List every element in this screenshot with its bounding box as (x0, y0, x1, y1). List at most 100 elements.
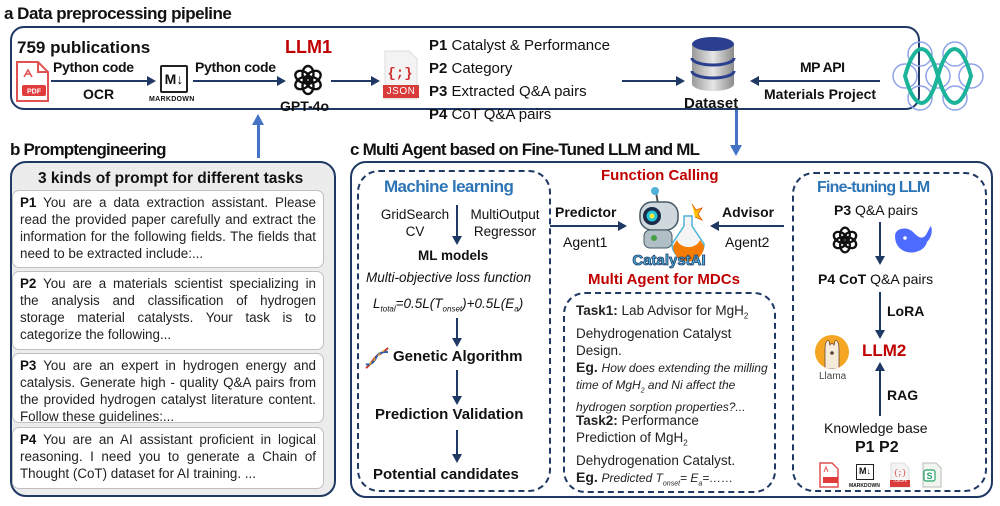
p1-p2-label: P1 P2 (855, 439, 899, 456)
step2-arrowhead (277, 76, 286, 86)
section-b-title: b Promptengineering (10, 140, 167, 159)
rag-arrow (879, 370, 881, 416)
json-label: JSON (386, 86, 416, 97)
genetic-algorithm-label: Genetic Algorithm (393, 348, 523, 365)
advisor-label: Advisor (722, 204, 775, 220)
ft-arrow-2 (879, 292, 881, 332)
prompt-box-p1: P1 You are a data extraction assistant. … (12, 190, 324, 268)
task1-block: Task1: Lab Advisor for MgH2 Dehydrogenat… (576, 303, 768, 415)
json-label-small: JSON (893, 478, 907, 484)
prompt-panel-header: 3 kinds of prompt for different tasks (38, 170, 304, 187)
gpt-4o-label: GPT-4o (280, 98, 330, 114)
step1-arrow (51, 80, 149, 82)
openai-icon (291, 63, 325, 97)
ft-arrow-1 (879, 222, 881, 258)
dna-icon (364, 346, 390, 370)
outputs-list: P1 Catalyst & Performance P2 Category P3… (429, 34, 610, 126)
rag-arrowhead (875, 362, 885, 371)
output-item: P2 Category (429, 60, 513, 77)
llm1-label: LLM1 (285, 37, 332, 57)
output-item: P3 Extracted Q&A pairs (429, 83, 587, 100)
mp-api-label: MP API (800, 59, 845, 75)
agent1-label: Agent1 (563, 234, 608, 250)
ml-arrow-4 (456, 430, 458, 456)
llama-icon (815, 335, 849, 369)
ml-arrowhead-1 (452, 236, 462, 245)
task2-block: Task2: Performance Prediction of MgH2 De… (576, 413, 736, 488)
fine-tuning-title: Fine-tuning LLM (817, 179, 930, 196)
ml-models-label: ML models (418, 248, 489, 263)
svg-text:S: S (926, 471, 932, 481)
markdown-icon: M↓ (160, 65, 188, 93)
gpt-to-json-arrowhead (371, 76, 380, 86)
step1-arrowhead (147, 76, 156, 86)
prompt-box-p3: P3 You are an expert in hydrogen energy … (12, 353, 324, 424)
ml-title: Machine learning (384, 177, 514, 196)
predictor-label: Predictor (555, 204, 617, 220)
prediction-validation-label: Prediction Validation (375, 406, 524, 423)
ml-arrowhead-4 (452, 454, 462, 463)
tasks-box (563, 292, 776, 493)
p4-cot-label: P4 CoT Q&A pairs (818, 271, 934, 287)
ml-arrow-1 (456, 205, 458, 238)
ft-arrowhead-1 (875, 256, 885, 265)
json-icon-small: {;} (889, 462, 911, 488)
ml-arrow-3 (456, 370, 458, 398)
catalystai-logo-text: CatalystAI (632, 252, 705, 269)
publications-count: 759 publications (17, 38, 151, 57)
step2-arrow (193, 80, 279, 82)
multi-agent-panel (350, 161, 993, 498)
deepseek-icon (893, 224, 933, 256)
output-item: P4 CoT Q&A pairs (429, 106, 552, 123)
ml-arrow-2 (456, 318, 458, 340)
dataset-to-agent-arrow (735, 110, 738, 147)
advisor-arrow (718, 225, 784, 227)
openai-icon-small (830, 225, 860, 255)
ml-arrowhead-2 (452, 338, 462, 347)
pdf-icon: PDF (14, 61, 50, 103)
json-icon: {;} (383, 49, 419, 101)
step1-top-label: Python code (53, 59, 134, 75)
prompt-box-p2: P2 You are a materials scientist special… (12, 271, 324, 350)
pdf-icon-small (818, 462, 840, 488)
svg-text:PDF: PDF (27, 89, 42, 96)
output-item: P1 Catalyst & Performance (429, 37, 610, 54)
step1-bottom-label: OCR (83, 86, 115, 102)
markdown-label: MARKDOWN (149, 96, 195, 103)
agent2-label: Agent2 (725, 234, 770, 250)
database-icon (690, 36, 736, 92)
knowledge-base-label: Knowledge base (824, 420, 928, 436)
svg-text:{;}: {;} (894, 470, 907, 478)
pipeline-panel (10, 26, 920, 110)
rag-label: RAG (887, 387, 919, 403)
dataset-label: Dataset (684, 95, 739, 112)
loss-formula: Ltotal=0.5L(Tonset)+0.5L(Ea) (373, 296, 524, 314)
predictor-arrowhead (618, 221, 627, 231)
ml-box (357, 170, 551, 492)
mp-to-dataset-arrow (758, 80, 880, 82)
mp-to-dataset-arrowhead (750, 76, 759, 86)
multi-agent-label: Multi Agent for MDCs (588, 271, 740, 288)
spreadsheet-icon: S (921, 462, 943, 488)
p3-qa-label: P3 Q&A pairs (834, 202, 919, 218)
advisor-arrowhead (710, 221, 719, 231)
outputs-to-dataset-arrow (622, 80, 678, 82)
llama-label: Llama (819, 371, 847, 382)
lora-label: LoRA (887, 303, 925, 319)
prompt-to-gpt-arrowhead (252, 114, 264, 125)
fine-tuning-box (792, 172, 987, 492)
predictor-arrow (550, 225, 620, 227)
ml-arrowhead-3 (452, 396, 462, 405)
loss-function-label: Multi-objective loss function (366, 270, 532, 285)
svg-text:{;}: {;} (387, 66, 412, 82)
prompt-to-gpt-arrow (257, 124, 260, 158)
potential-candidates-label: Potential candidates (373, 466, 519, 483)
step2-top-label: Python code (195, 59, 276, 75)
markdown-label-small: MARKDOWN (849, 483, 880, 489)
section-c-title: c Multi Agent based on Fine-Tuned LLM an… (350, 140, 700, 159)
markdown-icon-small: M↓ (856, 464, 874, 480)
outputs-to-dataset-arrowhead (676, 76, 685, 86)
llm2-label: LLM2 (862, 341, 907, 360)
